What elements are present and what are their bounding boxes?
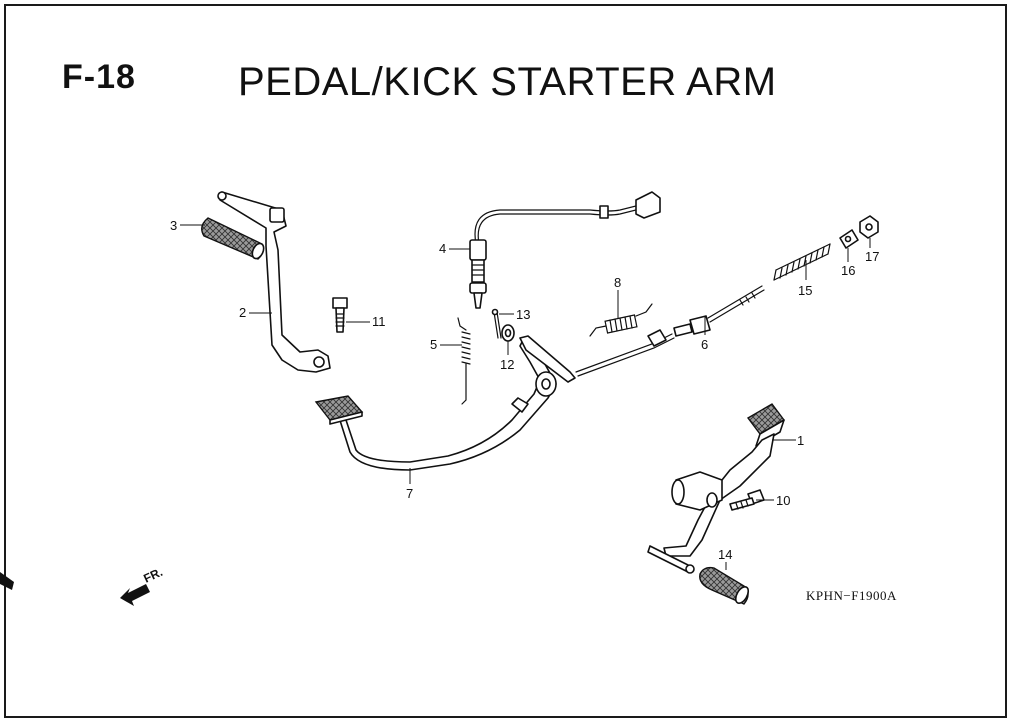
kick-arm-rubber-grip	[201, 217, 265, 260]
tension-spring-8	[589, 303, 653, 337]
callout-6: 6	[701, 337, 708, 352]
callout-7: 7	[406, 486, 413, 501]
kick-starter-arm	[217, 191, 331, 373]
bolt-11	[332, 297, 348, 333]
callout-3: 3	[170, 218, 177, 233]
stop-switch-cable	[469, 191, 661, 309]
callout-2: 2	[239, 305, 246, 320]
front-direction-label: FR.	[141, 565, 164, 586]
gear-pedal-rubber-grip	[699, 566, 750, 605]
callout-13: 13	[516, 307, 530, 322]
callout-15: 15	[798, 283, 812, 298]
spring-15	[773, 243, 831, 281]
diagram-frame	[4, 4, 1007, 718]
callout-labels: 1 2 3 4 5 6 7 8 10 11 12 13 14 15 16 17	[170, 218, 879, 562]
diagram-reference-code: KPHN−F1900A	[806, 588, 897, 603]
callout-4: 4	[439, 241, 446, 256]
edge-arrow-icon	[0, 572, 14, 590]
callout-14: 14	[718, 547, 732, 562]
gear-change-pedal	[647, 403, 786, 574]
page-title: PEDAL/KICK STARTER ARM	[238, 60, 777, 104]
callout-1: 1	[797, 433, 804, 448]
leader-lines	[180, 224, 871, 570]
callout-12: 12	[500, 357, 514, 372]
brake-rod	[575, 285, 765, 377]
callout-8: 8	[614, 275, 621, 290]
adjusting-nut-17	[859, 215, 879, 239]
front-direction-arrow: FR.	[120, 565, 165, 606]
cotter-pin-13	[491, 308, 502, 339]
brake-rod-joint-16	[839, 229, 859, 249]
callout-16: 16	[841, 263, 855, 278]
brake-pedal	[314, 335, 576, 471]
callout-11: 11	[372, 314, 386, 329]
spring-5	[457, 317, 471, 405]
callout-10: 10	[776, 493, 790, 508]
washer-12	[501, 324, 515, 342]
callout-17: 17	[865, 249, 879, 264]
section-code: F-18	[62, 58, 136, 96]
callout-5: 5	[430, 337, 437, 352]
